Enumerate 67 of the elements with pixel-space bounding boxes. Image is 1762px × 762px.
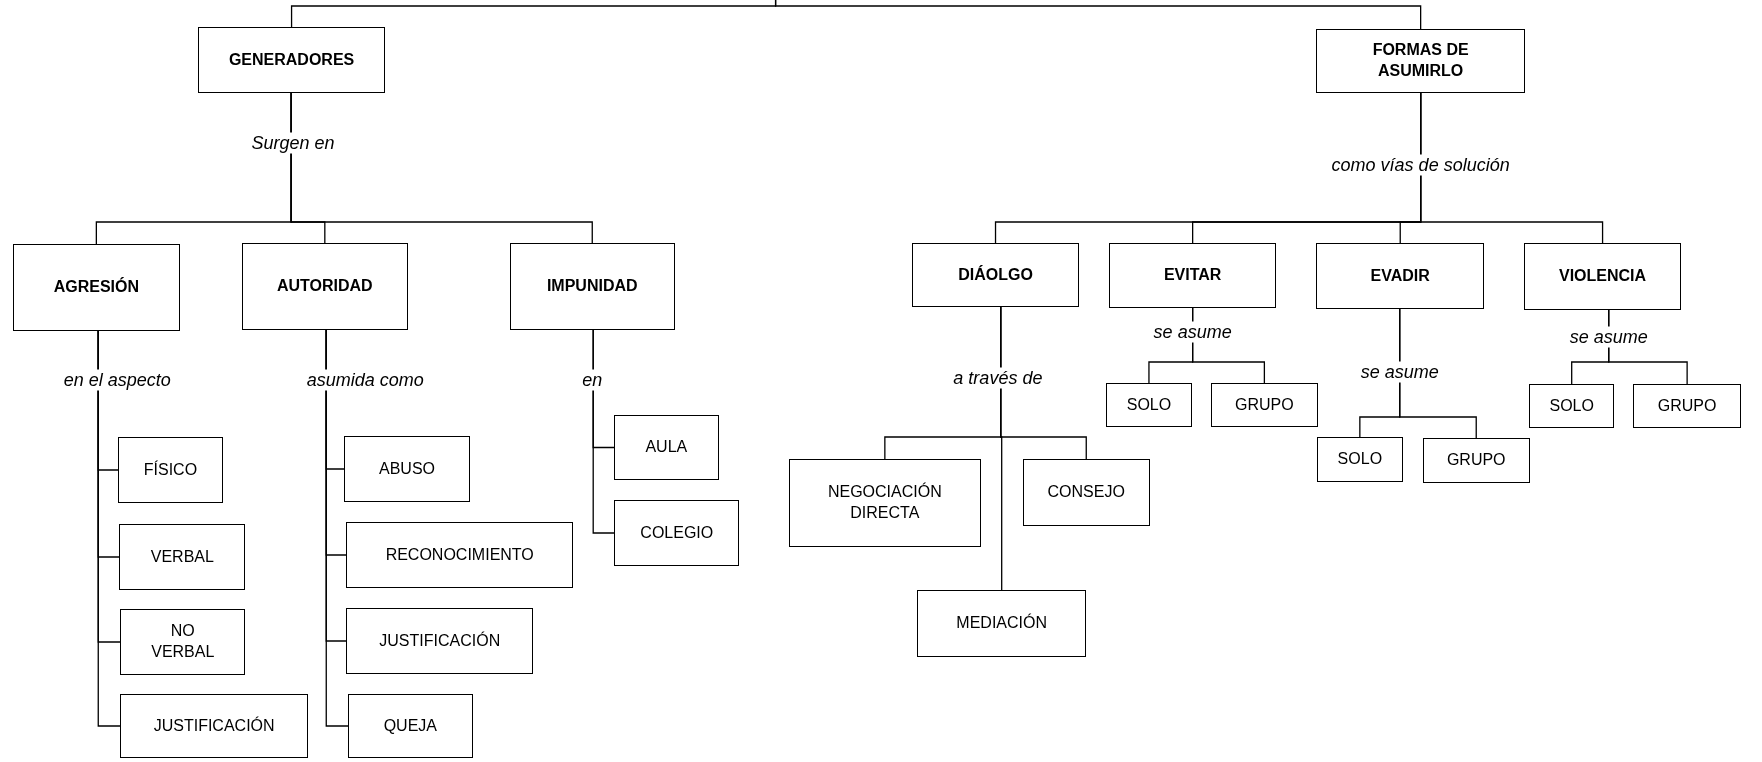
node-label: GRUPO (1657, 395, 1717, 416)
connector-line (774, 0, 1422, 30)
node-box (346, 608, 534, 674)
node-label: RECONOCIMIENTO (385, 544, 534, 565)
connector-line (592, 329, 615, 534)
node-label: JUSTIFICACIÓN (153, 715, 275, 736)
node-label: NO VERBAL (150, 621, 216, 662)
node-box (348, 694, 473, 758)
node-box (1317, 437, 1403, 482)
node-label: NEGOCIACIÓN DIRECTA (826, 482, 943, 523)
connector-line (290, 92, 593, 244)
node-box (788, 459, 981, 547)
edge-label: se asume (1150, 321, 1235, 343)
node-label: EVADIR (1370, 265, 1430, 286)
node-label: QUEJA (383, 715, 437, 736)
node-box (344, 436, 470, 502)
node-box (1022, 459, 1150, 526)
node-label: SOLO (1549, 395, 1594, 416)
node-box (1109, 243, 1277, 308)
connector-line (1399, 308, 1477, 439)
connector-line (1420, 92, 1604, 244)
node-box (1106, 383, 1192, 427)
node-label: AUTORIDAD (276, 276, 373, 297)
node-label: SOLO (1337, 449, 1383, 470)
node-box (1316, 29, 1526, 93)
node-box (912, 243, 1079, 307)
node-label: GRUPO (1446, 450, 1506, 471)
node-label: IMPUNIDAD (546, 276, 638, 297)
node-box (119, 524, 246, 590)
node-box (120, 694, 309, 758)
node-box (1210, 383, 1319, 427)
node-box (12, 244, 180, 331)
node-label: EVITAR (1163, 265, 1222, 286)
node-box (241, 243, 408, 330)
node-label: COLEGIO (640, 522, 714, 543)
node-label: CONSEJO (1047, 482, 1125, 503)
node-box (1528, 384, 1615, 428)
node-label: DIÁOLGO (958, 264, 1033, 285)
edge-label: se asume (1357, 361, 1442, 383)
node-label: MEDIACIÓN (956, 613, 1047, 634)
node-label: GENERADORES (228, 49, 355, 70)
node-label: FÍSICO (143, 459, 198, 480)
edge-label: se asume (1566, 326, 1651, 348)
node-box (120, 609, 246, 675)
node-label: JUSTIFICACIÓN (379, 630, 501, 651)
node-box (118, 437, 223, 503)
node-box (198, 27, 386, 93)
node-box (1422, 438, 1530, 483)
node-label: ABUSO (379, 458, 435, 479)
node-box (917, 590, 1087, 657)
connector-line (325, 329, 349, 727)
node-label: AULA (645, 437, 688, 458)
node-box (509, 243, 675, 330)
node-label: AGRESIÓN (53, 277, 139, 298)
node-label: GRUPO (1235, 394, 1294, 415)
connector-line (1000, 306, 1003, 591)
node-box (346, 522, 574, 588)
node-box (1524, 243, 1681, 310)
connector-line (97, 330, 121, 727)
node-box (614, 415, 719, 480)
node-label: FORMAS DE ASUMIRLO (1371, 40, 1470, 81)
node-box (1633, 384, 1741, 428)
node-label: VERBAL (150, 546, 214, 567)
node-label: VIOLENCIA (1559, 266, 1647, 287)
node-box (1316, 243, 1485, 309)
node-label: SOLO (1126, 394, 1172, 415)
node-box (614, 500, 740, 566)
